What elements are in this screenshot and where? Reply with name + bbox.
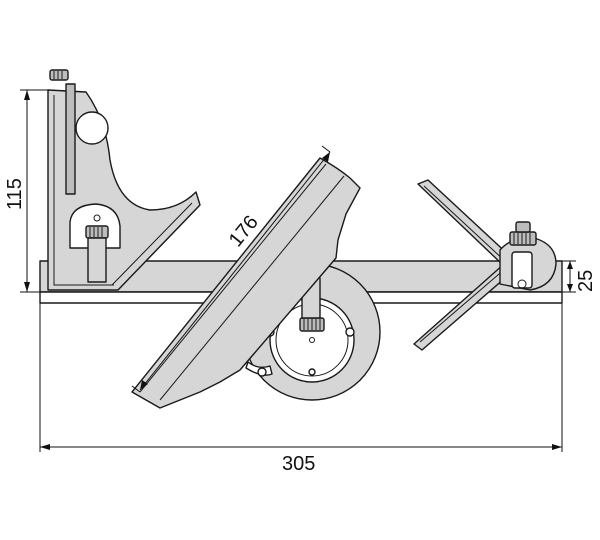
level-window [75, 111, 109, 145]
dimension-115-label: 115 [4, 178, 26, 210]
square-head [47, 69, 201, 291]
center-head [413, 179, 557, 351]
scriber-tube [65, 83, 76, 195]
dimension-25: 25 [562, 260, 597, 293]
protractor-blade [131, 157, 361, 409]
scriber-cap [49, 69, 69, 81]
protractor-head [131, 157, 381, 409]
knurled-screw-icon [85, 225, 109, 239]
dimension-305: 305 [39, 303, 563, 475]
dimension-115: 115 [4, 89, 50, 293]
dimension-25-label: 25 [575, 270, 597, 292]
dimension-305-label: 305 [282, 453, 315, 475]
